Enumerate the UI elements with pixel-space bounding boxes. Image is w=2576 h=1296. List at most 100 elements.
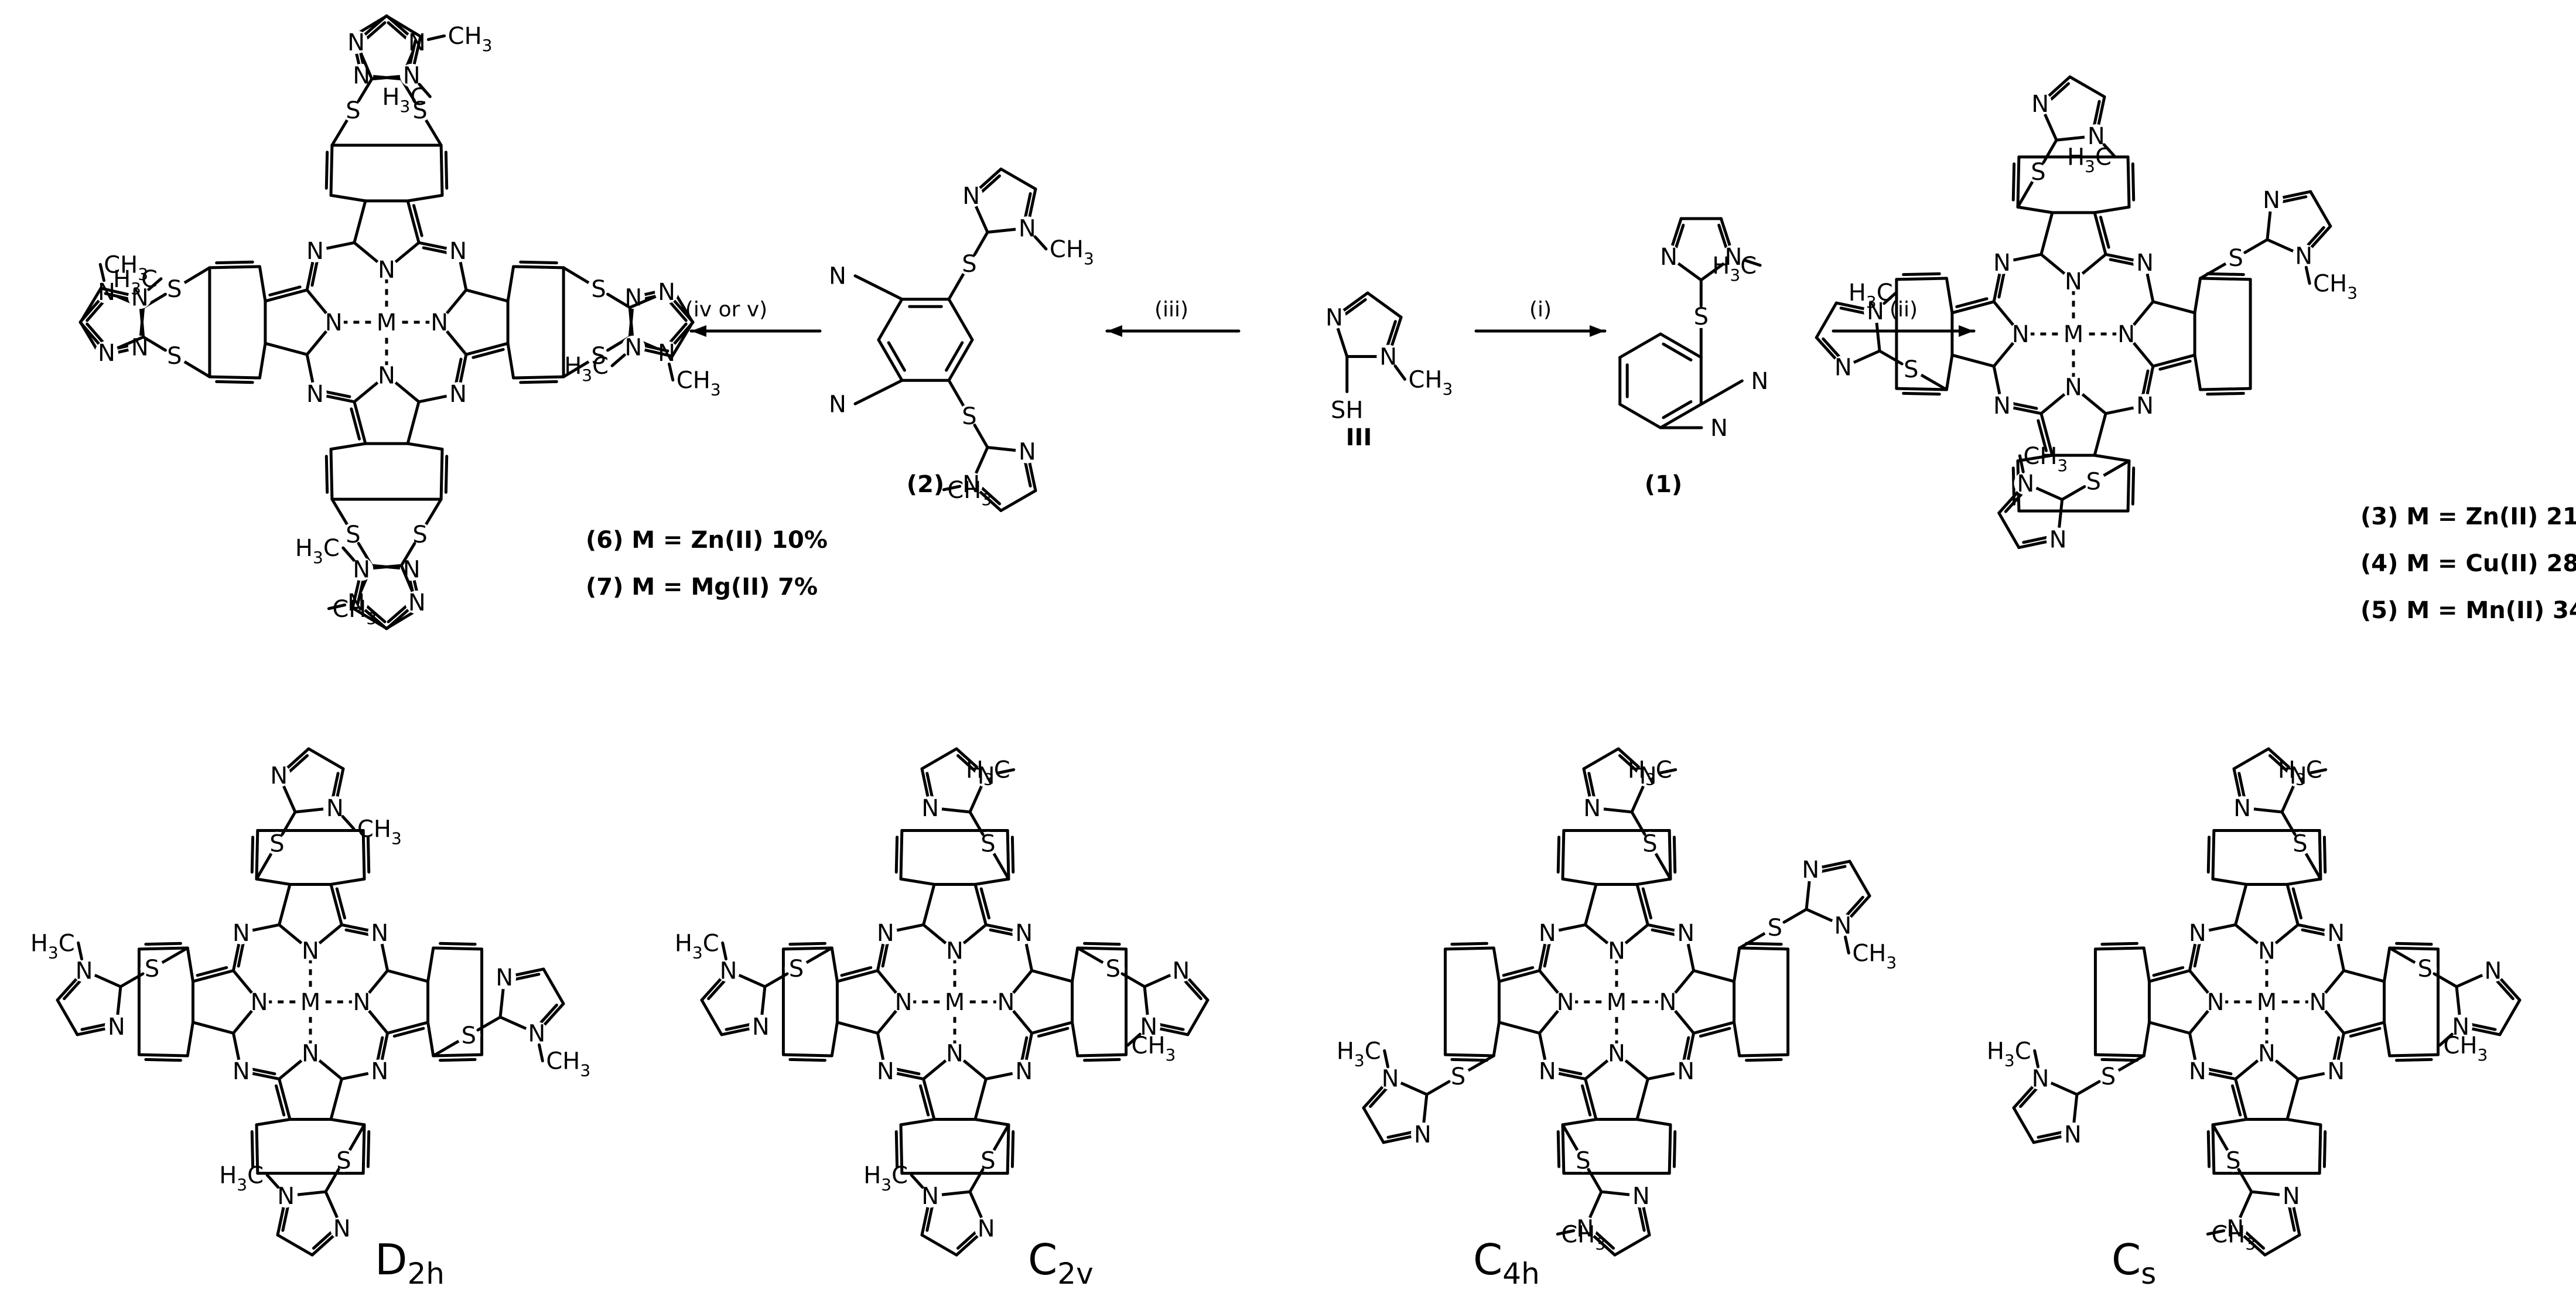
atom-mask [655, 280, 679, 304]
product-7-label: (7) M = Mg(II) 7% [586, 574, 818, 601]
atom-nitrogen-meso: N [233, 920, 250, 947]
bond-double [1010, 835, 1015, 874]
atom-mask [1629, 1184, 1653, 1208]
ring-bond [1635, 877, 1672, 886]
atom-nitrogen: N [325, 309, 343, 336]
bond [77, 941, 83, 961]
atom-nitrogen-meso: N [877, 1058, 894, 1085]
atom-nitrogen: N [946, 1040, 964, 1067]
atom-metal: M [945, 989, 965, 1016]
ring-bond [255, 877, 292, 886]
methyl-label: CH3 [332, 596, 377, 628]
atom-sulfur: S [1106, 956, 1120, 983]
bond-double [2100, 1058, 2138, 1062]
atom-nitrogen: N [2290, 763, 2307, 790]
atom-mask [2028, 91, 2052, 115]
bond [1743, 258, 1762, 267]
bond-double [2395, 942, 2433, 946]
atom-nitrogen-meso: N [2136, 393, 2154, 420]
atom-mask [1990, 250, 2014, 274]
ring-bond [999, 489, 1037, 513]
arrow-head [691, 325, 706, 337]
atom-nitrogen: N [2064, 1121, 2082, 1148]
atom-nitrogen: N [1802, 857, 1819, 884]
bond [464, 342, 510, 356]
bond [1738, 931, 1768, 950]
bond-double [2395, 1058, 2433, 1062]
atom-mask [2286, 763, 2310, 787]
atom-mask [303, 238, 327, 262]
bond [1653, 851, 1672, 881]
bond [341, 546, 356, 562]
bond [399, 542, 416, 567]
bond [423, 497, 443, 527]
atom-nitrogen-meso: N [371, 1058, 388, 1085]
atom-nitrogen: N [1659, 989, 1676, 1016]
ring-bond [2498, 998, 2522, 1036]
atom-mask [2306, 990, 2330, 1014]
ring-bond [2093, 205, 2131, 214]
isomer-c2v-label: C2v [1028, 1235, 1094, 1291]
bond [1076, 946, 1128, 951]
atom-mask [1012, 920, 1036, 944]
atom-nitrogen: N [353, 556, 370, 583]
atom-nitrogen: N [1632, 1183, 1650, 1210]
ring-bond [426, 946, 435, 983]
bond [2016, 179, 2035, 209]
bond [835, 969, 879, 983]
atom-mask [1446, 1065, 1470, 1088]
atom-sulfur: S [1904, 356, 1918, 383]
methyl-label: H3C [295, 535, 340, 567]
atom-mask [1899, 357, 1923, 381]
bond [432, 946, 484, 951]
bond [1076, 946, 1106, 965]
ring-bond [2142, 1021, 2151, 1058]
atom-nitrogen: N [1834, 913, 1851, 940]
bond [329, 144, 334, 197]
atom-mask [1012, 1059, 1036, 1083]
bond [476, 1015, 502, 1032]
atom-mask [94, 340, 118, 364]
atom-nitrogen: N [302, 938, 319, 965]
ring-bond [329, 193, 367, 203]
bond [1561, 828, 1566, 881]
bond [2151, 353, 2196, 368]
atom-mask [2222, 1148, 2245, 1172]
bond [357, 77, 374, 103]
methyl-label: H3C [382, 84, 426, 116]
atom-nitrogen-meso: N [2327, 1058, 2345, 1085]
bond [968, 1168, 985, 1193]
bond-double [144, 942, 182, 946]
atom-nitrogen: N [1724, 244, 1742, 271]
atom-metal: M [2063, 321, 2084, 348]
ring-bond [351, 606, 388, 630]
atom-nitrogen-meso: N [371, 920, 388, 947]
ring-bond [2342, 969, 2386, 983]
atom-sulfur: S [1451, 1063, 1465, 1090]
bond [353, 400, 367, 445]
ring-bond [1561, 877, 1598, 886]
bond [2093, 946, 2145, 951]
bond [2042, 138, 2058, 164]
atom-nitrogen: N [270, 763, 288, 790]
atom-mask [1137, 1014, 1161, 1038]
methyl-label: CH3 [2444, 1032, 2488, 1065]
bond-double [2206, 391, 2245, 396]
atom-nitrogen-meso: N [233, 1058, 250, 1085]
ring-bond [329, 877, 366, 886]
atom-mask [2230, 796, 2254, 820]
bond [1584, 1077, 1598, 1121]
atom-nitrogen: N [2065, 268, 2082, 295]
ring-bond [1848, 860, 1871, 898]
bond [255, 828, 259, 881]
atom-nitrogen: N [1140, 1014, 1157, 1041]
atom-nitrogen: N [108, 1014, 125, 1041]
bond [610, 353, 626, 367]
step-i: (i) [1529, 298, 1552, 322]
atom-nitrogen-meso: N [1993, 393, 2011, 420]
atom-mask [1335, 398, 1359, 422]
bond-double [1083, 942, 1121, 946]
